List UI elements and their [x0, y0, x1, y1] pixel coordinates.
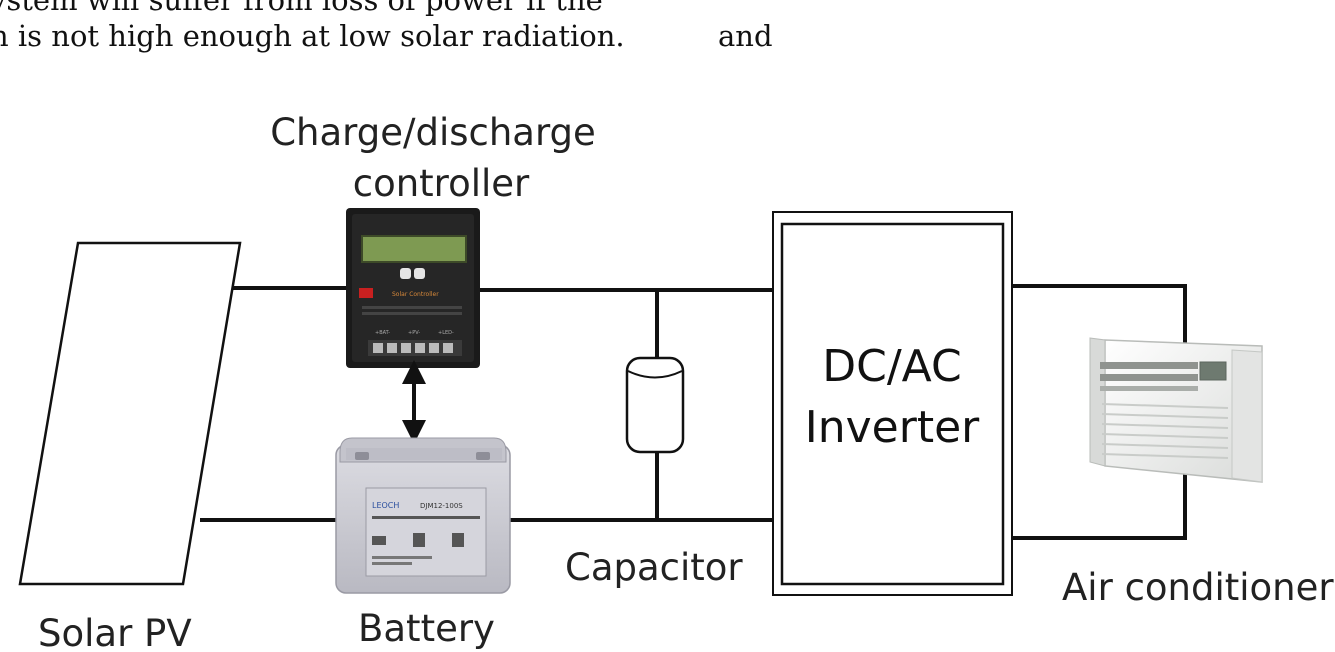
controller-terminal-bat: +BAT-: [375, 330, 390, 336]
charge-controller: Solar Controller +BAT- +PV- +LED-: [346, 208, 480, 368]
solar-pv-label: Solar PV: [38, 612, 192, 652]
controller-brand-text: Solar Controller: [392, 291, 439, 298]
controller-terminal-pv: +PV-: [408, 330, 420, 336]
controller-badge: [359, 288, 373, 298]
body-text-line-2: n is not high enough at low solar radiat…: [0, 19, 625, 53]
inverter-inner-frame: [780, 222, 1005, 586]
air-conditioner: [1089, 337, 1263, 483]
solar-pv-panel: [18, 241, 242, 586]
ac-wire-top: [1012, 284, 1187, 358]
inverter-label-line-1: DC/AC: [822, 341, 961, 392]
controller-label-line-2: controller: [353, 162, 530, 205]
body-text-and: and: [718, 19, 773, 53]
inverter-label-line-2: Inverter: [805, 402, 980, 453]
battery-model-text: DJM12-100S: [420, 502, 463, 510]
air-conditioner-label: Air conditioner: [1062, 566, 1334, 609]
wiring: [200, 284, 1187, 540]
ac-wire-bottom: [1012, 470, 1187, 540]
controller-lcd: [361, 235, 467, 263]
battery: LEOCH DJM12-100S: [335, 437, 511, 594]
controller-terminal-led: +LED-: [438, 330, 454, 336]
capacitor-label: Capacitor: [565, 546, 743, 589]
battery-label: Battery: [358, 607, 495, 650]
battery-brand-text: LEOCH: [372, 501, 399, 510]
capacitor-symbol: [625, 356, 685, 454]
body-text-line-1: ystem will suffer from loss of power if …: [0, 0, 603, 17]
controller-label-line-1: Charge/discharge: [270, 111, 596, 154]
